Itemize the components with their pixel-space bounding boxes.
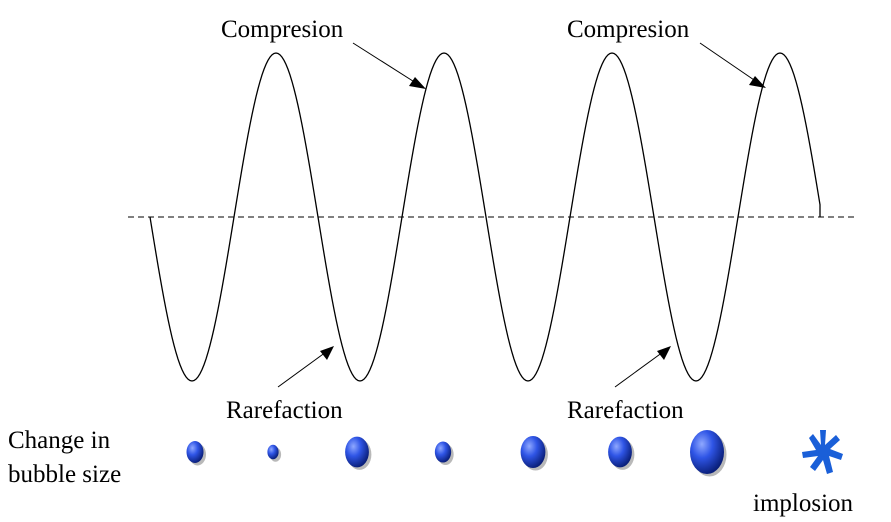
compression-label-right: Compresion	[567, 16, 690, 43]
rarefaction-label-left: Rarefaction	[226, 397, 343, 424]
bubble-size-label-line1: Change in	[8, 427, 111, 454]
bubble	[186, 441, 206, 466]
bubble	[345, 436, 372, 470]
rarefaction-arrow-left	[277, 346, 334, 388]
compression-label-left: Compresion	[221, 16, 344, 43]
rarefaction-arrow-right	[614, 346, 671, 388]
bubble-row	[186, 430, 727, 477]
bubble	[608, 436, 635, 470]
sound-wave	[149, 52, 821, 382]
compression-arrow-left	[352, 42, 426, 89]
splash-icon	[802, 430, 843, 474]
bubble	[690, 430, 727, 477]
rarefaction-label-right: Rarefaction	[567, 397, 684, 424]
bubble	[267, 444, 282, 462]
bubble	[434, 441, 454, 466]
compression-arrow-right	[699, 42, 766, 88]
bubble-size-label-line2: bubble size	[8, 461, 121, 488]
bubble	[520, 435, 548, 471]
implosion-label: implosion	[753, 490, 854, 517]
